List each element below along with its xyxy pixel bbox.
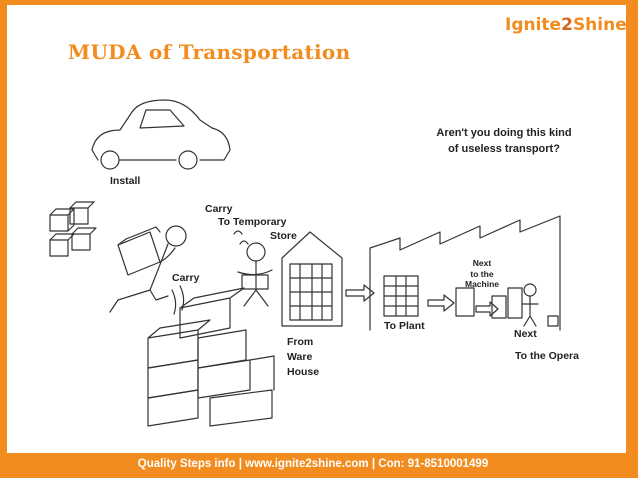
worker-with-box (234, 231, 272, 306)
question-callout: Aren't you doing this kind of useless tr… (418, 126, 590, 158)
motion-marks (172, 286, 184, 314)
car-drawing (92, 100, 230, 169)
label-store: Store (270, 230, 297, 243)
label-carry-top: Carry (205, 203, 232, 216)
label-ware: Ware (287, 351, 312, 364)
footer-contact: Quality Steps info | www.ignite2shine.co… (0, 458, 638, 470)
label-next: Next (514, 328, 537, 341)
label-carry-left: Carry (172, 272, 199, 285)
question-line1: Aren't you doing this kind (418, 126, 590, 142)
label-next-small: Next (462, 258, 502, 269)
label-to-the-opera: To the Opera (515, 350, 579, 363)
warehouse-building (282, 232, 342, 326)
label-to-plant: To Plant (384, 320, 425, 333)
label-to-the: to the (462, 269, 502, 280)
arrow-to-next (476, 302, 498, 316)
small-boxes (50, 202, 96, 256)
label-from: From (287, 336, 313, 349)
label-install: Install (110, 175, 140, 188)
stacked-boxes (148, 288, 274, 426)
label-house: House (287, 366, 319, 379)
arrow-to-machine (428, 295, 454, 311)
question-line2: of useless transport? (418, 142, 590, 158)
label-machine: Machine (462, 279, 502, 290)
label-next-to-machine: Next to the Machine (462, 258, 502, 290)
label-to-temporary: To Temporary (218, 216, 286, 229)
